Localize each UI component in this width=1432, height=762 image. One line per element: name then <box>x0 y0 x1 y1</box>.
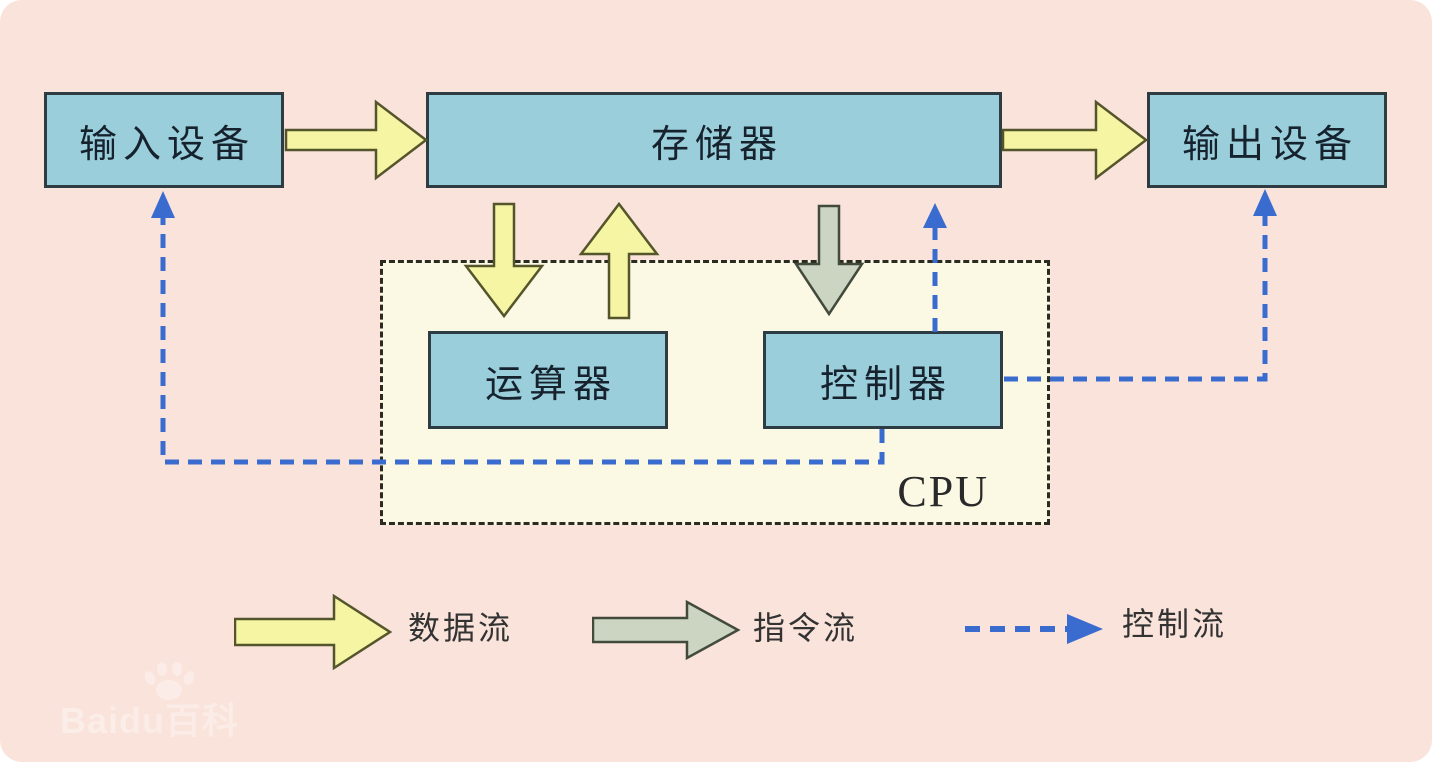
control-flow-arrowhead-to-output <box>1253 189 1277 216</box>
node-alu-label: 运算器 <box>484 363 617 406</box>
legend-control-flow-arrow-icon <box>965 614 1103 644</box>
node-input-device: 输入设备 <box>44 92 284 188</box>
block-arrow-icon <box>592 600 741 660</box>
baidu-baike-watermark: Baidu百科 <box>52 662 272 742</box>
baidu-paw-icon <box>144 662 195 700</box>
data-flow-arrow-memory-to-output <box>1001 99 1149 181</box>
node-output-label: 输出设备 <box>1181 123 1358 166</box>
node-memory-label: 存储器 <box>650 123 783 166</box>
legend-data-flow-arrow-icon <box>234 593 393 671</box>
legend-instruction-flow-arrow-icon <box>592 600 741 660</box>
node-control-label: 控制器 <box>819 363 952 406</box>
cpu-label: CPU <box>897 467 989 516</box>
block-arrow-icon <box>234 593 393 671</box>
node-control-unit: 控制器 <box>763 331 1003 429</box>
legend-instruction-flow-label: 指令流 <box>753 610 859 646</box>
legend-control-flow-label: 控制流 <box>1122 606 1228 642</box>
watermark-text: Baidu百科 <box>60 700 240 741</box>
node-output-device: 输出设备 <box>1147 92 1387 188</box>
legend-data-flow-label: 数据流 <box>408 610 514 646</box>
node-alu: 运算器 <box>428 331 668 429</box>
node-memory: 存储器 <box>426 92 1002 188</box>
node-input-label: 输入设备 <box>78 123 255 166</box>
control-flow-arrowhead-to-input <box>151 191 175 218</box>
arrowhead-icon <box>1067 614 1103 644</box>
control-flow-arrowhead-to-memory <box>923 203 947 228</box>
data-flow-arrow-input-to-memory <box>284 99 429 181</box>
